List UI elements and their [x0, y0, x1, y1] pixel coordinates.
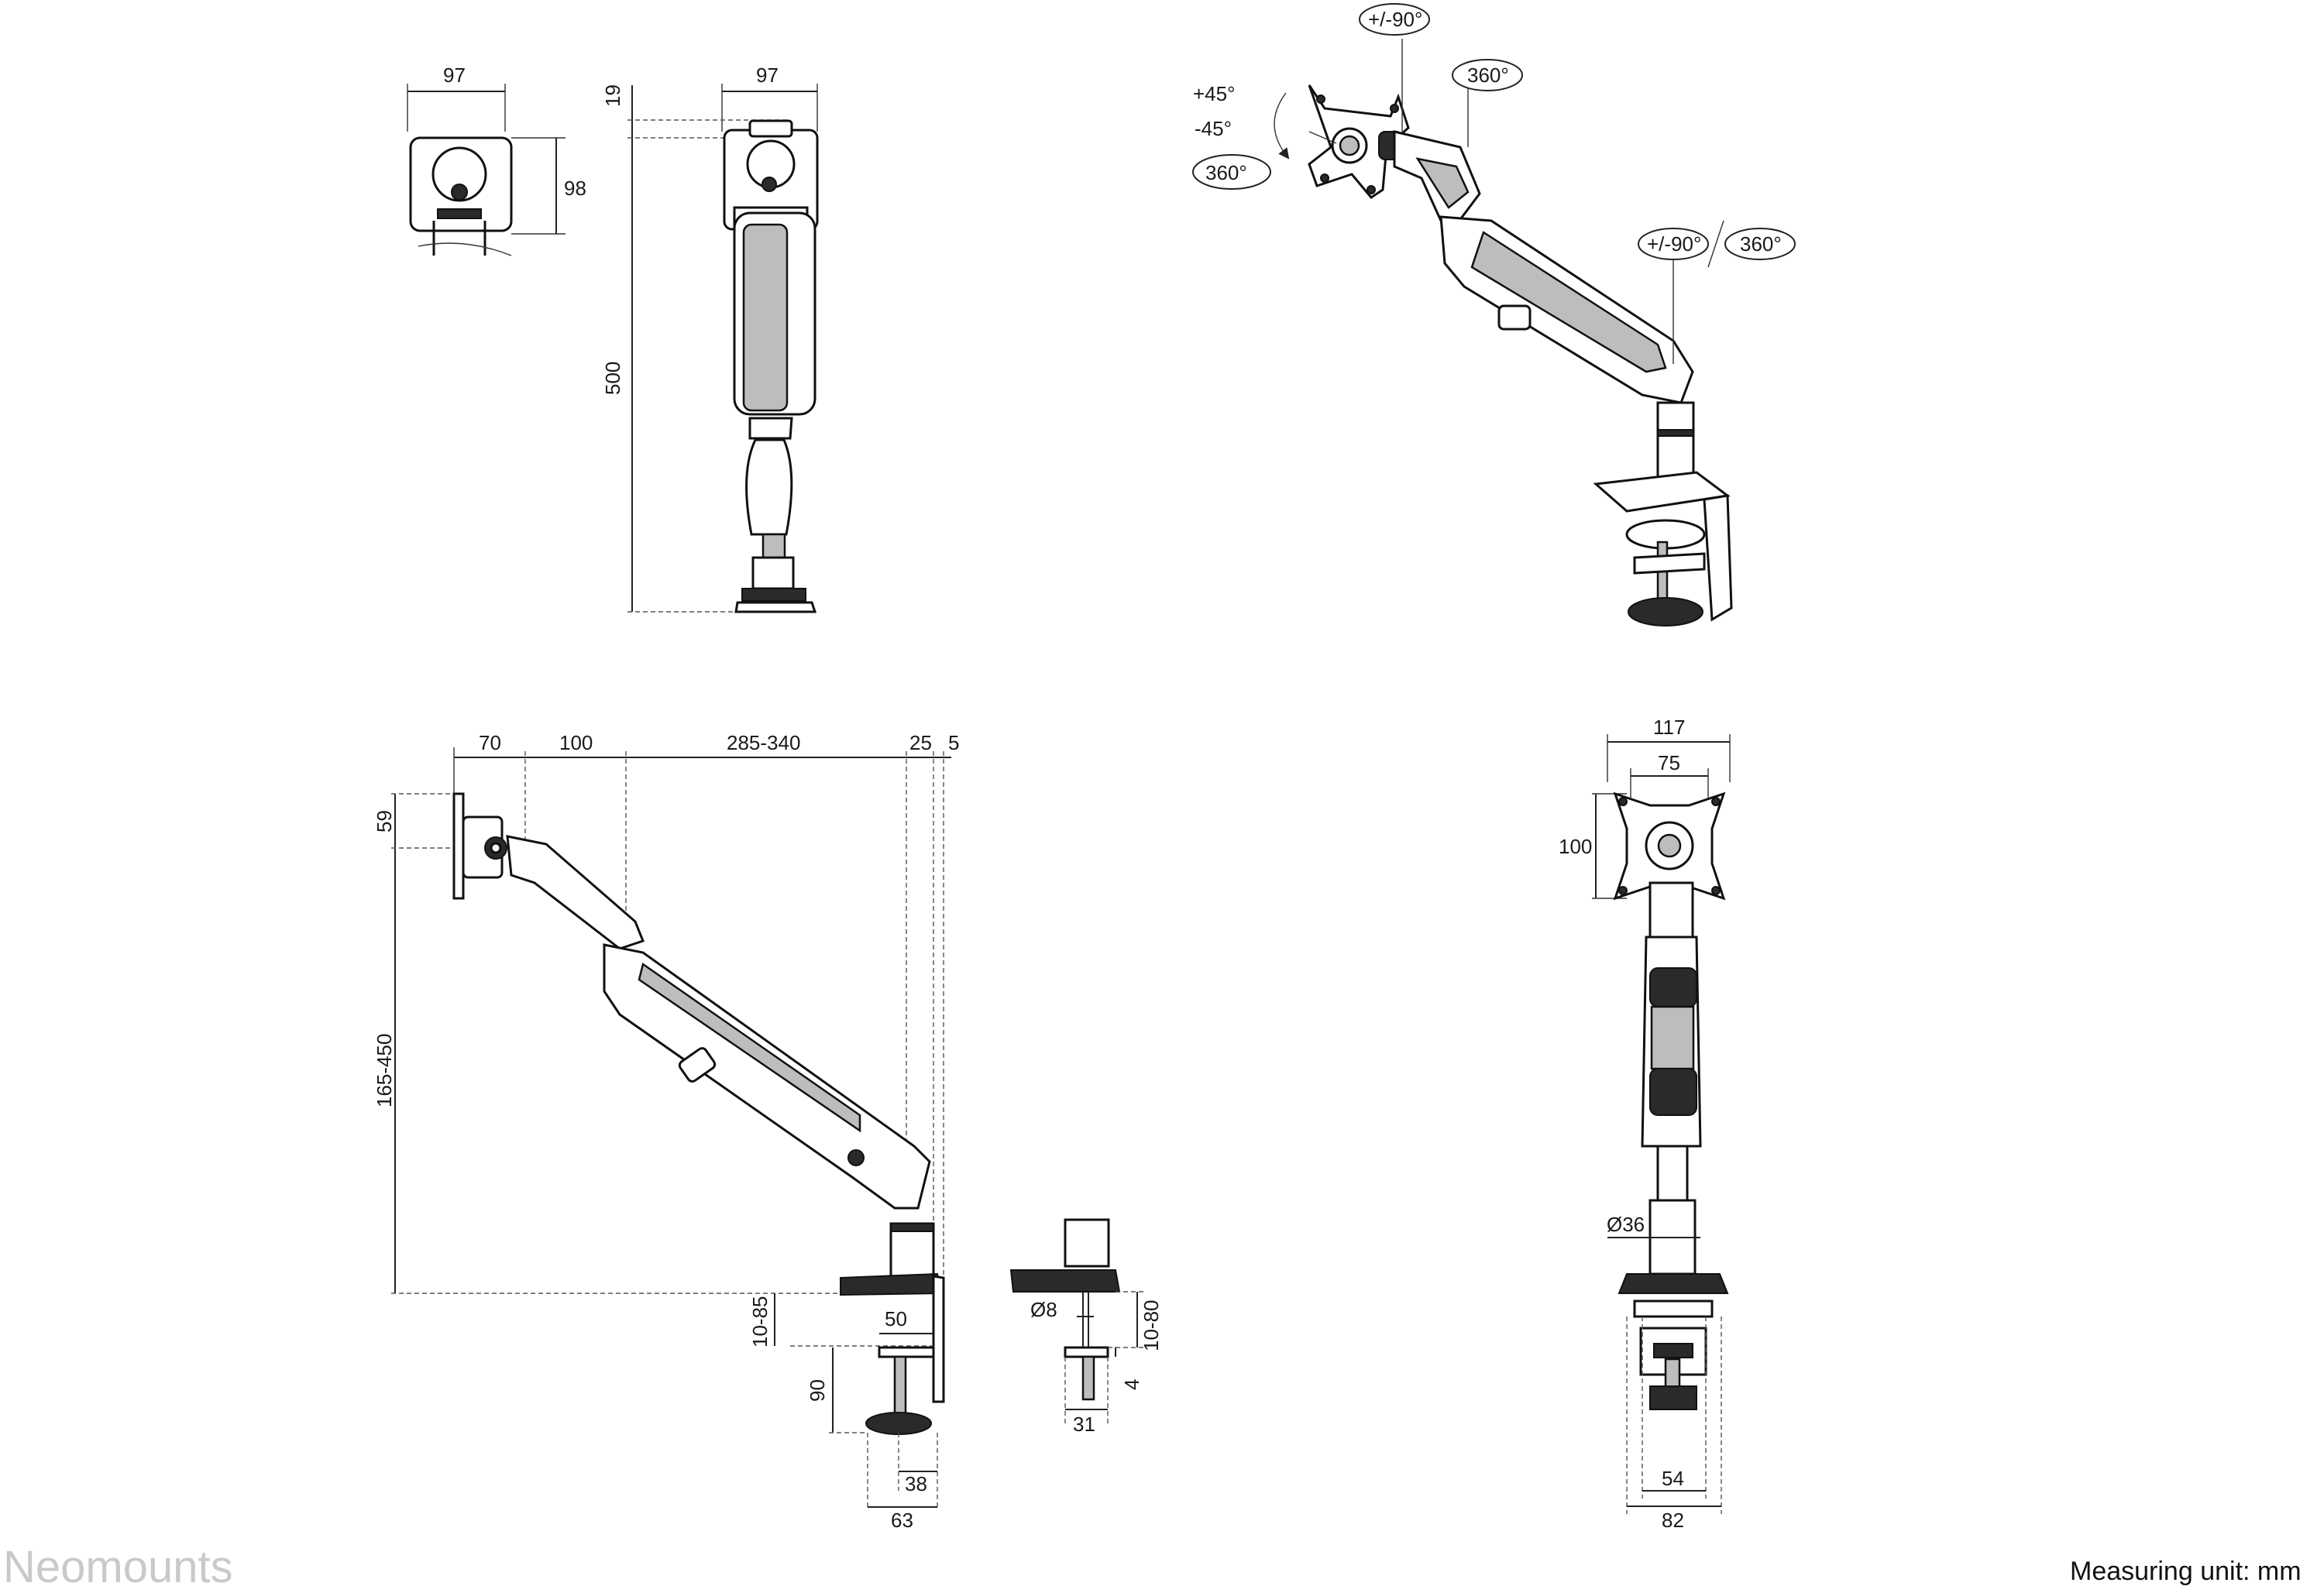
view-front: 97 19 500 — [601, 64, 819, 613]
label-tilt-down: -45° — [1195, 117, 1232, 140]
dim-clamp-63: 63 — [891, 1509, 913, 1532]
view-top-bracket: 97 98 — [407, 64, 586, 256]
dim-back-height: 100 — [1559, 835, 1592, 858]
dim-front-height: 500 — [601, 362, 624, 395]
dim-desk-thickness: 10-85 — [748, 1296, 772, 1348]
dim-clamp-height: 90 — [806, 1379, 829, 1402]
dim-back-width: 117 — [1653, 716, 1685, 739]
label-head-swivel: +/-90° — [1368, 8, 1422, 31]
dim-width: 97 — [443, 64, 466, 87]
dim-side-height: 165-450 — [373, 1034, 396, 1107]
view-side: 70 100 285-340 25 5 59 165-450 — [373, 731, 959, 1532]
label-base-rotation: 360° — [1740, 232, 1782, 256]
dim-clamp-38: 38 — [905, 1472, 927, 1495]
label-head-rotation: 360° — [1205, 161, 1247, 184]
view-back: 117 75 100 Ø36 — [1559, 716, 1731, 1532]
dim-grommet-plate: 4 — [1120, 1379, 1143, 1390]
label-base-swivel: +/-90° — [1647, 232, 1701, 256]
dim-side-70: 70 — [479, 731, 501, 754]
dim-back-clamp-54: 54 — [1662, 1467, 1684, 1490]
dim-clamp-depth: 50 — [885, 1307, 907, 1330]
dim-grommet-thickness: 10-80 — [1140, 1300, 1163, 1352]
view-grommet: Ø8 10-80 4 31 — [1009, 1218, 1163, 1436]
dim-pole: Ø36 — [1607, 1213, 1645, 1236]
dim-back-clamp-82: 82 — [1662, 1509, 1684, 1532]
dim-back-vesa: 75 — [1658, 751, 1680, 774]
dim-front-width: 97 — [756, 64, 779, 87]
dim-side-5: 5 — [948, 731, 959, 754]
view-isometric: +/-90° 360° +45° -45° 360° +/-90° 360° — [1192, 3, 1796, 627]
measuring-unit: Measuring unit: mm — [2070, 1557, 2302, 1586]
dim-grommet-hole: Ø8 — [1030, 1298, 1057, 1321]
dim-side-59: 59 — [373, 810, 396, 833]
dim-side-285-340: 285-340 — [727, 731, 800, 754]
label-joint-rotation: 360° — [1467, 64, 1509, 87]
dim-side-25: 25 — [909, 731, 932, 754]
brand-logo: Neomounts — [3, 1542, 233, 1592]
dim-side-100: 100 — [559, 731, 593, 754]
dim-height: 98 — [564, 177, 586, 200]
label-tilt-up: +45° — [1193, 82, 1236, 105]
dim-front-top: 19 — [601, 84, 624, 107]
dim-grommet-width: 31 — [1073, 1413, 1095, 1436]
